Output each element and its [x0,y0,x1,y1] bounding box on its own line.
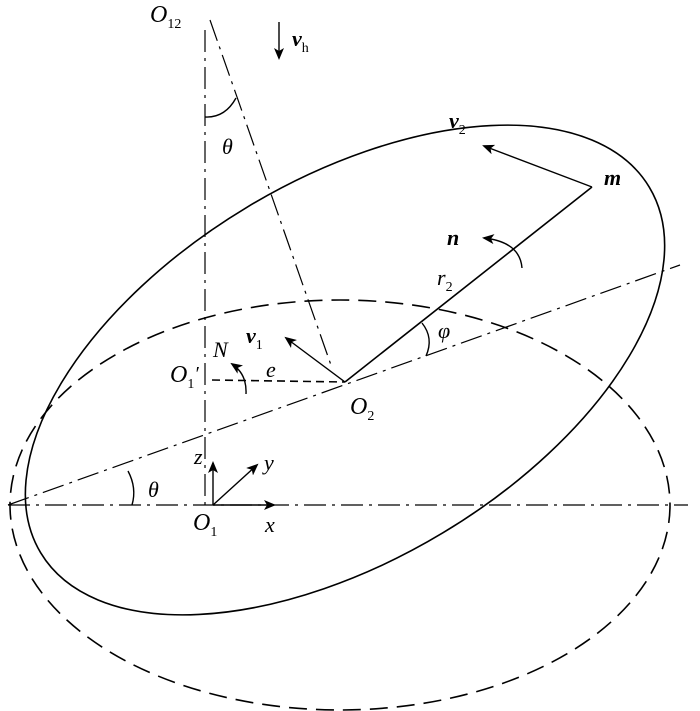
theta-bottom-arc [127,470,135,506]
rotation-n-arrow [482,234,523,269]
label-o1: O1 [193,510,217,540]
label-v1: v1 [246,323,263,353]
tilted-normal-dashdot [209,19,333,369]
eccentricity-line [211,379,346,383]
label-v2: v2 [449,108,466,138]
y-axis-arrow [212,463,259,506]
v2-arrow [482,144,593,188]
label-o1-prime: O1′ [170,362,199,392]
label-x: x [264,512,275,537]
label-n: n [447,225,459,250]
label-r2: r2 [437,265,453,295]
tilted-ellipse-solid [24,124,666,616]
label-e: e [266,357,276,382]
v1-arrow [284,336,346,383]
label-m: m [604,165,621,190]
radius-r2-line [344,186,593,383]
label-phi: φ [438,318,450,343]
label-y: y [262,450,274,475]
tilted-axis-dashdot [7,264,681,506]
label-theta-bottom: θ [148,477,159,502]
label-z: z [193,444,203,469]
label-o12: O12 [150,2,181,32]
phi-arc [421,322,430,357]
label-o2: O2 [350,394,374,424]
label-N: N [212,337,229,362]
label-vh: vh [292,26,309,56]
rotation-N-arrow [230,362,247,395]
theta-top-arc [204,97,237,118]
label-theta-top: θ [222,134,233,159]
